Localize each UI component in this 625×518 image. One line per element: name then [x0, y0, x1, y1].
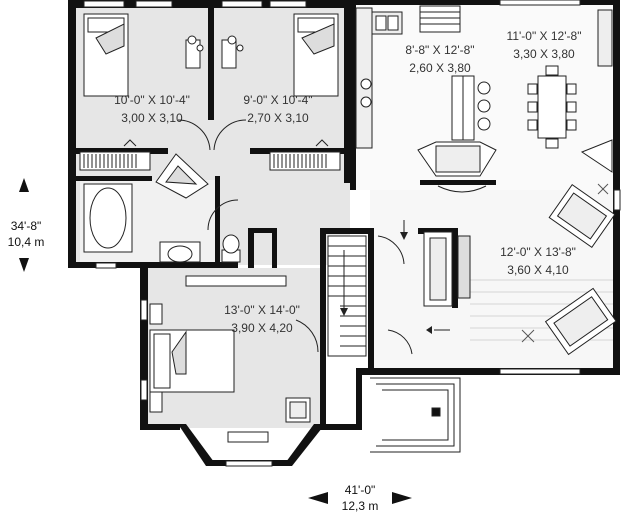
bedroom-3-dims: 9'-0" X 10'-4": [243, 93, 312, 107]
kitchen-metric: 2,60 X 3,80: [409, 61, 471, 75]
bathroom: [83, 183, 241, 263]
dining-table: [537, 75, 567, 139]
bedroom-2-metric: 3,00 X 3,10: [121, 111, 183, 125]
bedroom-3: [221, 13, 341, 171]
living-room: [400, 183, 617, 356]
living-room-metric: 3,60 X 4,10: [507, 263, 569, 277]
depth-metric: 10,4 m: [8, 235, 45, 249]
stairs: [327, 235, 413, 357]
dresser: [185, 275, 287, 287]
kitchen-counter: [355, 7, 373, 149]
width-imperial: 41'-0": [345, 483, 376, 497]
master-bedroom: [149, 275, 319, 443]
hall-doors: [155, 119, 247, 231]
corner-table: [580, 139, 613, 173]
kitchen-dims: 8'-8" X 12'-8": [405, 43, 474, 57]
interior-walls: [76, 8, 458, 428]
dining-metric: 3,30 X 3,80: [513, 47, 575, 61]
bedroom-2: [79, 13, 204, 171]
width-metric: 12,3 m: [342, 499, 379, 513]
width-dimension: [308, 492, 412, 504]
living-room-dims: 12'-0" X 13'-8": [500, 245, 576, 259]
dining: [527, 9, 613, 173]
master-bedroom-dims: 13'-0" X 14'-0": [224, 303, 300, 317]
kitchen: [355, 5, 497, 193]
dining-dims: 11'-0" X 12'-8": [507, 29, 582, 43]
front-steps: [370, 377, 461, 453]
desk: [221, 39, 237, 69]
depth-imperial: 34'-8": [11, 219, 42, 233]
bedroom-2-dims: 10'-0" X 10'-4": [114, 93, 190, 107]
windows: [83, 0, 621, 467]
master-bedroom-metric: 3,90 X 4,20: [231, 321, 293, 335]
bedroom-3-metric: 2,70 X 3,10: [247, 111, 309, 125]
depth-dimension: [19, 178, 29, 272]
